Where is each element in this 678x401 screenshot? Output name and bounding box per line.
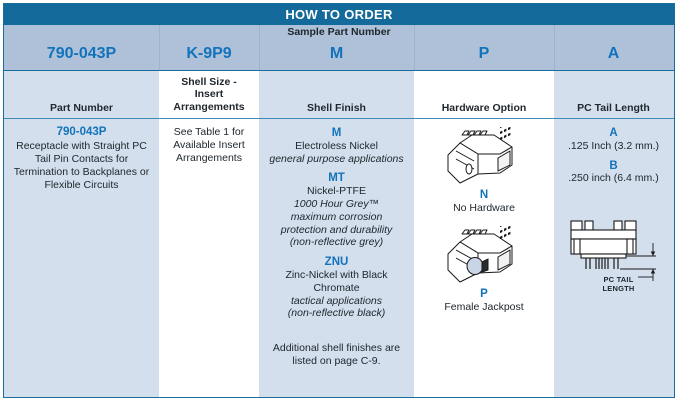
hardware-option-n-code: N <box>479 189 489 201</box>
shell-finish-spacer <box>264 320 409 342</box>
shell-finish-code-mt: MT <box>328 172 345 185</box>
hardware-option-p: P Female Jackpost <box>419 225 549 314</box>
connector-no-hardware-icon <box>438 127 530 189</box>
pc-tail-length-diagram-icon <box>559 215 669 291</box>
band-divider-1 <box>159 25 160 70</box>
shell-size-note: See Table 1 for Available Insert Arrange… <box>173 126 245 164</box>
pc-tail-caption-line1: PC TAIL <box>603 275 634 285</box>
column-header-part-number: Part Number <box>4 71 159 118</box>
shell-finish-name-mt: Nickel-PTFE <box>307 185 366 198</box>
shell-finish-note-m-0: general purpose applications <box>269 152 404 165</box>
hardware-option-p-name: Female Jackpost <box>444 300 524 313</box>
shell-finish-note-mt-1: maximum corrosion protection and durabil… <box>280 210 393 236</box>
sample-code-shell-finish: M <box>329 44 344 62</box>
sample-part-number-label: Sample Part Number <box>287 26 391 38</box>
shell-finish-name-znu: Zinc-Nickel with Black Chromate <box>285 268 388 294</box>
sample-part-number-codes: 790-043P K-9P9 M P A <box>4 39 674 68</box>
sample-code-part-number: 790-043P <box>46 44 117 62</box>
shell-finish-note-znu-1: (non-reflective black) <box>287 307 386 320</box>
column-header-shell-size: Shell Size - Insert Arrangements <box>159 71 259 118</box>
pc-tail-value-a: .125 Inch (3.2 mm.) <box>567 139 660 152</box>
pc-tail-diagram-caption: PC TAIL LENGTH <box>569 275 668 293</box>
pc-tail-code-a: A <box>609 127 618 139</box>
cell-pc-tail-length: A .125 Inch (3.2 mm.) B .250 inch (6.4 m… <box>554 119 673 397</box>
shell-finish-footnote: Additional shell finishes are listed on … <box>272 342 401 367</box>
pc-tail-code-b: B <box>609 159 618 172</box>
shell-finish-name-m: Electroless Nickel <box>295 139 378 152</box>
table-title-bar: HOW TO ORDER <box>4 4 674 25</box>
cell-shell-finish: M Electroless Nickel general purpose app… <box>259 119 414 397</box>
part-number-description: Receptacle with Straight PC Tail Pin Con… <box>13 139 150 191</box>
sample-code-hardware-option: P <box>478 44 490 62</box>
column-header-hardware-option: Hardware Option <box>414 71 554 118</box>
column-header-row: Part Number Shell Size - Insert Arrangem… <box>4 71 674 119</box>
shell-finish-code-m: M <box>331 127 342 139</box>
cell-shell-size: See Table 1 for Available Insert Arrange… <box>159 119 259 397</box>
how-to-order-table: HOW TO ORDER Sample Part Number 790-043P… <box>3 3 675 398</box>
shell-finish-note-mt-2: (non-reflective grey) <box>289 236 384 249</box>
band-divider-3 <box>414 25 415 70</box>
hardware-option-n: N No Hardware <box>419 127 549 215</box>
sample-code-pc-tail-length: A <box>607 44 620 62</box>
shell-finish-note-mt-0: 1000 Hour Grey™ <box>293 197 380 210</box>
table-body-row: 790-043P Receptacle with Straight PC Tai… <box>4 119 674 397</box>
page-title: HOW TO ORDER <box>285 7 393 22</box>
shell-finish-note-znu-0: tactical applications <box>290 294 383 307</box>
cell-hardware-option: N No Hardware <box>414 119 554 397</box>
band-divider-4 <box>554 25 555 70</box>
pc-tail-length-diagram <box>559 215 668 291</box>
column-header-pc-tail-length: PC Tail Length <box>554 71 673 118</box>
pc-tail-value-b: .250 inch (6.4 mm.) <box>568 172 659 185</box>
sample-code-shell-size: K-9P9 <box>186 44 232 62</box>
pc-tail-caption-line2: LENGTH <box>602 284 635 294</box>
part-number-code: 790-043P <box>56 126 107 138</box>
hardware-option-p-code: P <box>480 287 488 300</box>
column-header-shell-finish: Shell Finish <box>259 71 414 118</box>
sample-part-number-band: Sample Part Number 790-043P K-9P9 M P A <box>4 25 674 71</box>
cell-part-number: 790-043P Receptacle with Straight PC Tai… <box>4 119 159 397</box>
band-divider-2 <box>259 25 260 70</box>
shell-finish-code-znu: ZNU <box>324 256 349 269</box>
hardware-option-n-name: No Hardware <box>453 202 515 214</box>
connector-female-jackpost-icon <box>438 225 530 288</box>
